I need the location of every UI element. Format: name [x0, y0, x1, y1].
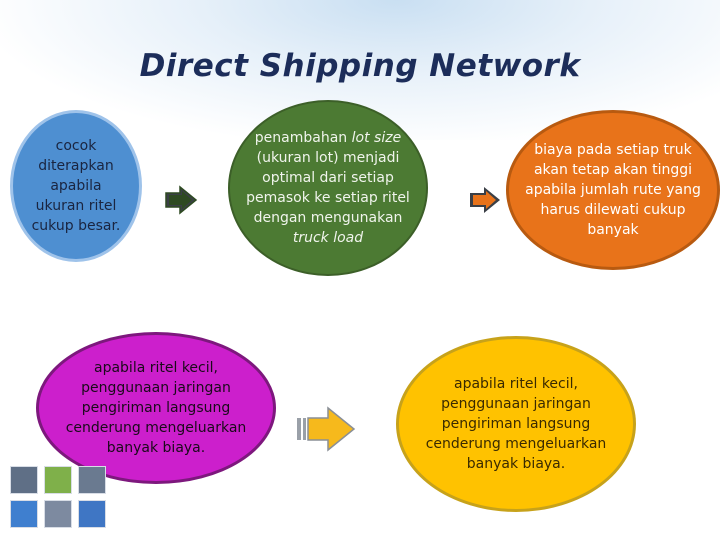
tile-green — [44, 466, 72, 494]
node-green-text-part: penambahan — [254, 130, 352, 146]
tile-blue — [10, 500, 38, 528]
node-blue-text: cocok diterapkan apabila ukuran ritel cu… — [31, 138, 121, 234]
tile-photo-icon — [44, 500, 72, 528]
node-orange: biaya pada setiap truk akan tetap akan t… — [506, 110, 720, 270]
tile-blue — [78, 500, 106, 528]
node-yellow-text: apabila ritel kecil, penggunaan jaringan… — [425, 376, 607, 472]
tile-photo-icon — [10, 466, 38, 494]
node-orange-text: biaya pada setiap truk akan tetap akan t… — [525, 142, 701, 238]
node-yellow: apabila ritel kecil, penggunaan jaringan… — [396, 336, 636, 512]
tile-photo-icon — [78, 466, 106, 494]
arrow-right-icon — [165, 185, 198, 215]
node-blue: cocok diterapkan apabila ukuran ritel cu… — [10, 110, 142, 262]
node-purple: apabila ritel kecil, penggunaan jaringan… — [36, 332, 276, 484]
node-green-text: penambahan lot size (ukuran lot) menjadi… — [244, 128, 412, 248]
node-green: penambahan lot size (ukuran lot) menjadi… — [228, 100, 428, 276]
node-green-text-part: lot size — [351, 130, 402, 146]
arrow-right-icon — [470, 187, 500, 213]
node-green-text-part: truck load — [292, 230, 364, 246]
page-title: Direct Shipping Network — [139, 48, 581, 84]
node-purple-text: apabila ritel kecil, penggunaan jaringan… — [65, 360, 247, 456]
arrow-right-icon — [297, 406, 356, 452]
node-green-text-part: (ukuran lot) menjadi optimal dari setiap… — [246, 150, 410, 226]
